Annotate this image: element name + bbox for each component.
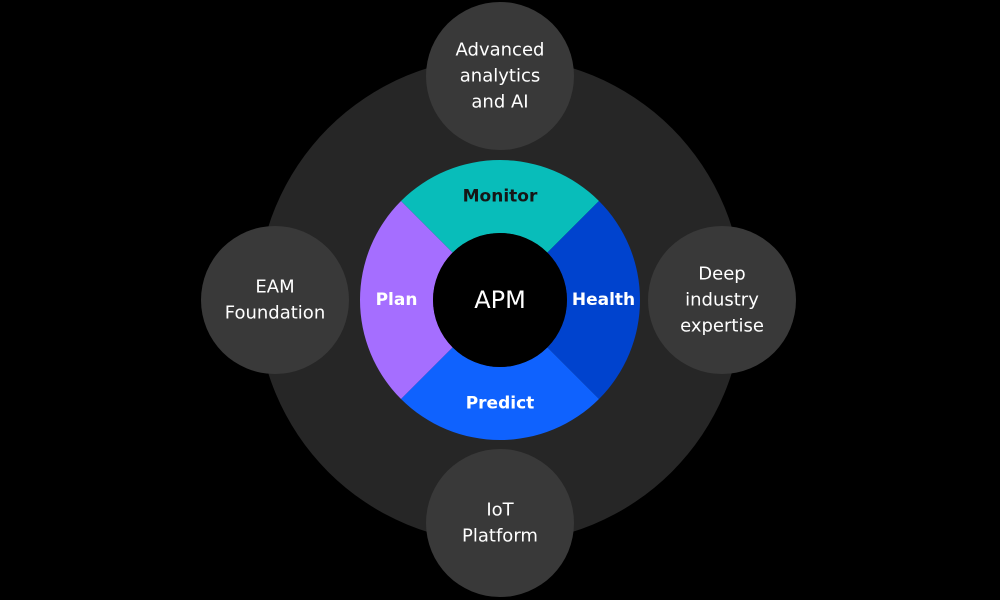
satellite-label-right: Deep xyxy=(698,264,745,285)
segment-predict xyxy=(401,347,599,440)
satellite-left: EAM Foundation xyxy=(201,226,349,374)
satellite-circle-right xyxy=(648,226,796,374)
satellite-label-right: industry xyxy=(685,290,759,311)
segment-health xyxy=(547,201,640,399)
satellite-circle-left xyxy=(201,226,349,374)
satellite-label-right: expertise xyxy=(680,316,764,337)
satellite-group: Advanced analytics and AI Deep industry exper… xyxy=(201,2,796,597)
segment-label-predict: Predict xyxy=(466,394,535,414)
satellite-circle-top xyxy=(426,2,574,150)
satellite-label-left: EAM xyxy=(255,277,294,298)
segment-label-plan: Plan xyxy=(376,290,418,310)
satellite-top: Advanced analytics and AI xyxy=(426,2,574,150)
satellite-label-bottom: Platform xyxy=(462,526,538,547)
segment-monitor xyxy=(401,160,599,253)
segment-label-health: Health xyxy=(572,290,635,310)
satellite-bottom: IoT Platform xyxy=(426,449,574,597)
satellite-label-top: Advanced xyxy=(456,40,545,61)
satellite-label-left: Foundation xyxy=(225,303,325,324)
satellite-label-top: and AI xyxy=(471,92,528,113)
satellite-label-top: analytics xyxy=(460,66,540,87)
apm-label: APM xyxy=(474,286,526,314)
segment-label-monitor: Monitor xyxy=(463,187,538,207)
satellite-circle-bottom xyxy=(426,449,574,597)
apm-core-circle xyxy=(433,233,567,367)
satellite-right: Deep industry expertise xyxy=(648,226,796,374)
satellite-label-bottom: IoT xyxy=(486,500,514,521)
segment-plan xyxy=(360,201,453,399)
